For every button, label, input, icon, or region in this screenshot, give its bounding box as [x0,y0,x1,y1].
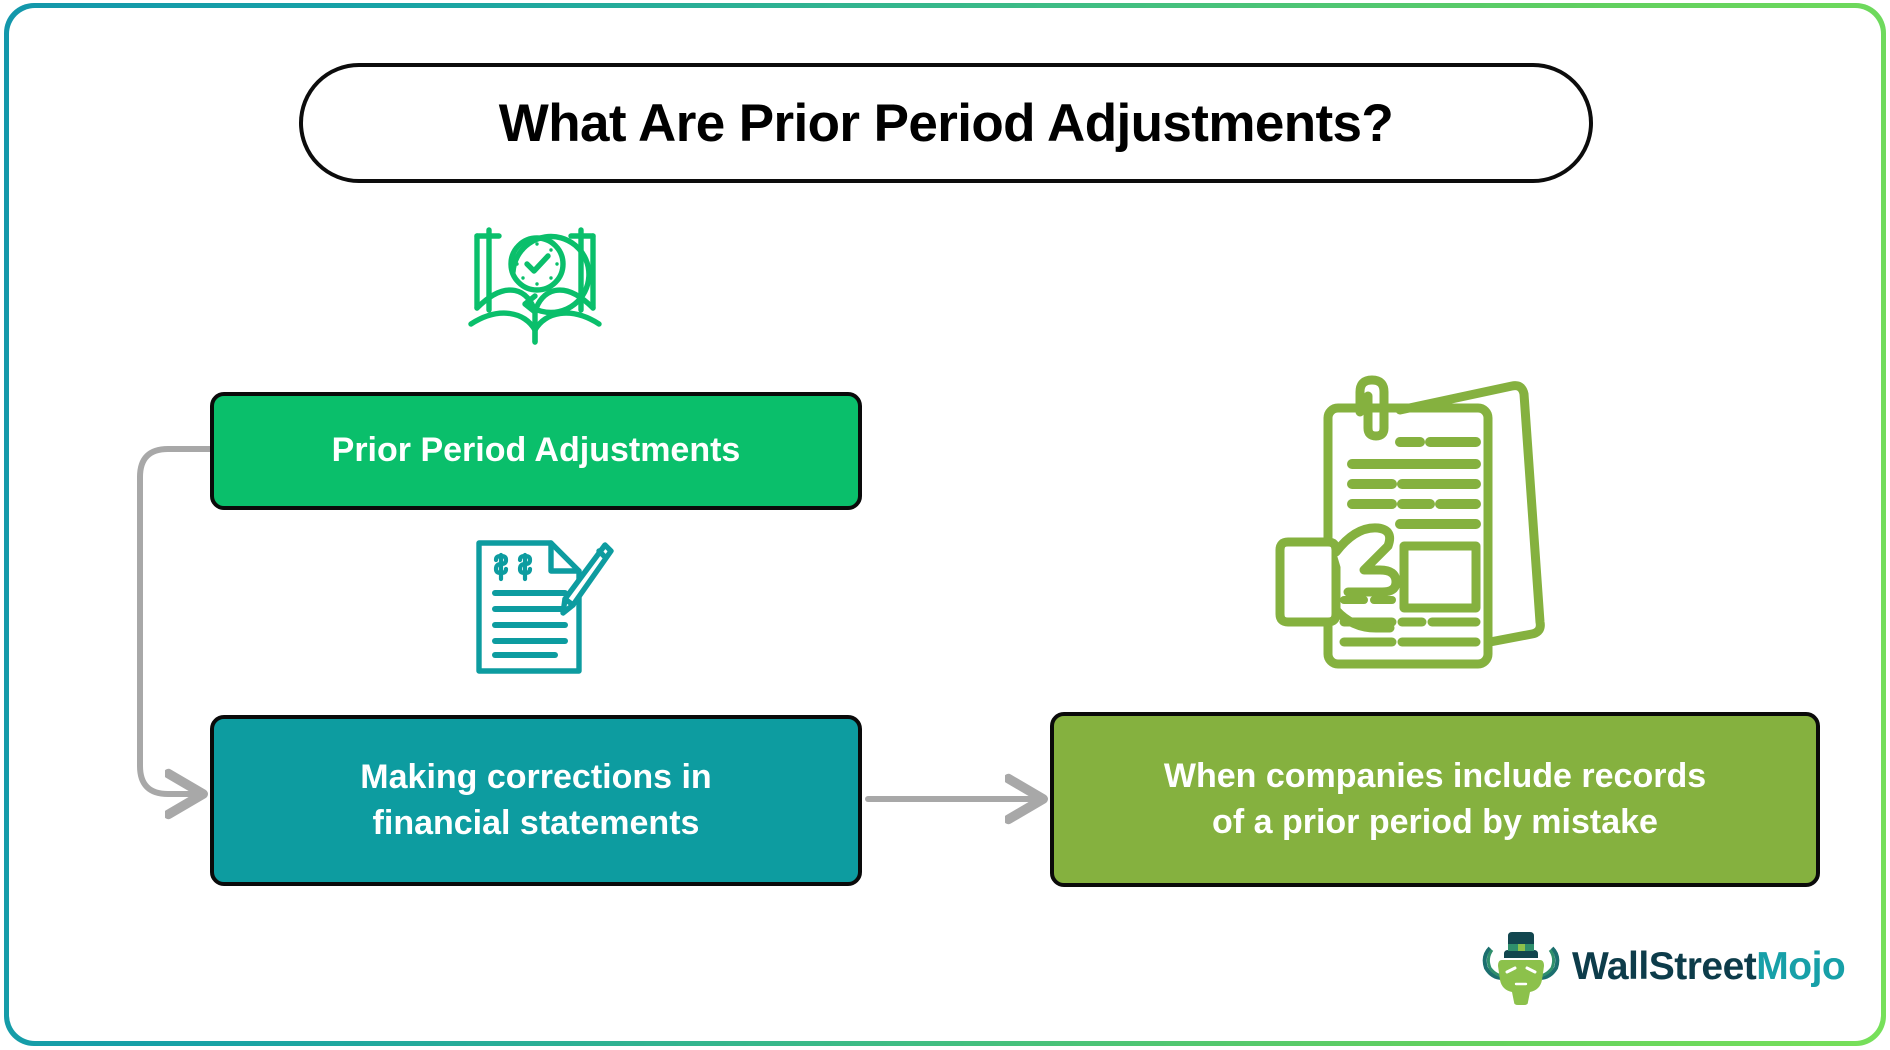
box-companies-include-records: When companies include records of a prio… [1050,712,1820,887]
box-prior-period-adjustments: Prior Period Adjustments [210,392,862,510]
document-with-pencil-icon [455,535,615,680]
hand-holding-document-icon [1240,370,1560,680]
box-making-corrections: Making corrections in financial statemen… [210,715,862,886]
bull-mascot-icon [1482,932,1560,1005]
box-label-prior-period-adjustments: Prior Period Adjustments [331,431,741,470]
box-line-2: financial statements [372,803,700,842]
wallstreetmojo-logo: WallStreetMojo [1480,925,1846,1009]
box-line-1: When companies include records [1163,757,1707,796]
page-title: What Are Prior Period Adjustments? [498,93,1394,153]
box-label-companies-include-records: When companies include records of a prio… [1148,754,1722,844]
box-line-1: Making corrections in [360,758,712,797]
logo-wordmark-mojo: Mojo [1756,945,1846,988]
book-with-clock-icon [455,212,615,357]
page-title-pill: What Are Prior Period Adjustments? [299,63,1593,183]
logo-wordmark: WallStreetMojo [1572,945,1846,989]
box-line-2: of a prior period by mistake [1212,802,1658,841]
logo-wordmark-wallstreet: WallStreet [1572,945,1757,988]
box-label-making-corrections: Making corrections in financial statemen… [344,755,727,845]
